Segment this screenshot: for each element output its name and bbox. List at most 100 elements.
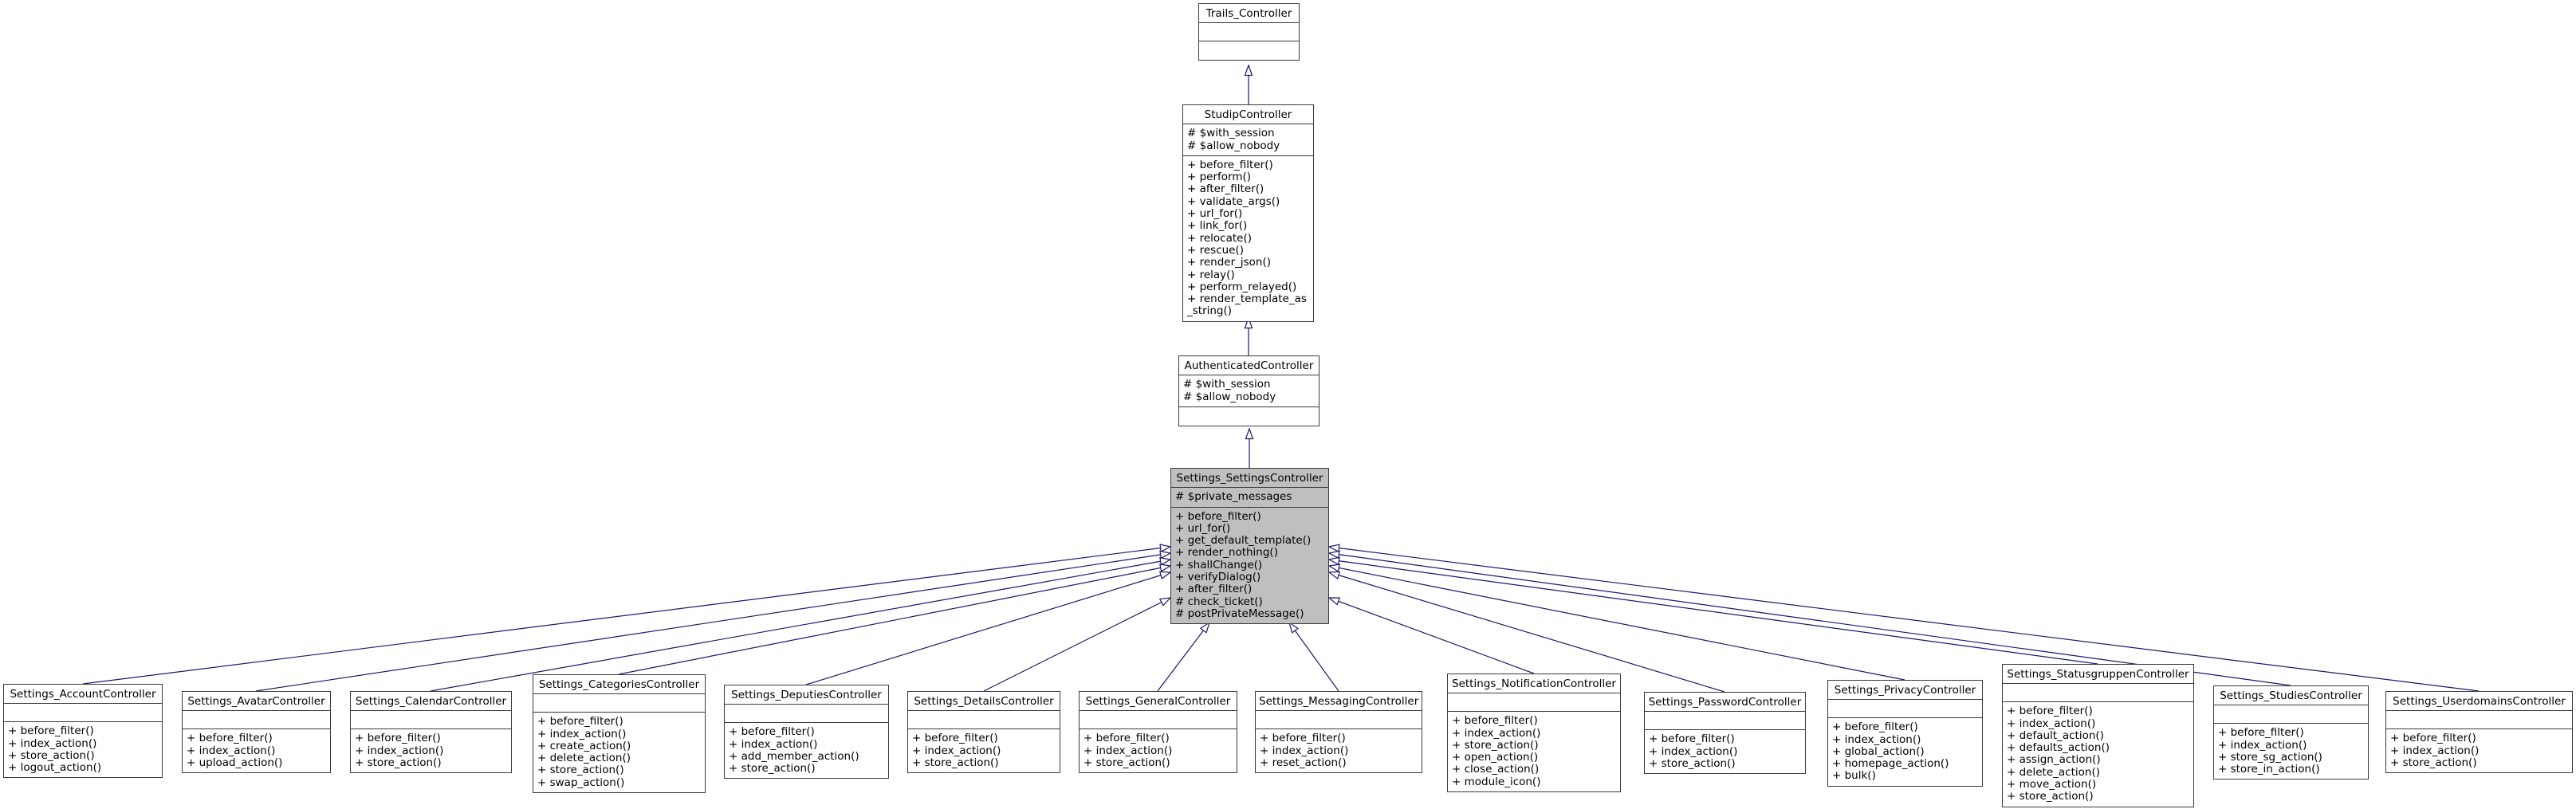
class-member: + before_filter() (8, 725, 94, 738)
inheritance-edge-general-settings (1157, 621, 1211, 692)
class-node-authenticated[interactable]: AuthenticatedController # $with_session#… (1178, 355, 1319, 426)
class-node-studip[interactable]: StudipController # $with_session# $allow… (1182, 104, 1314, 322)
class-attributes (908, 711, 1060, 730)
class-member: # postPrivateMessage() (1175, 607, 1304, 620)
class-attributes (2386, 711, 2572, 730)
class-member: + render_template_as (1187, 293, 1307, 306)
class-node-password[interactable]: Settings_PasswordController + before_fil… (1644, 692, 1806, 775)
class-member: + index_action() (2390, 744, 2480, 757)
class-methods: + before_filter()+ index_action()+ defau… (2003, 702, 2193, 806)
class-title: Settings_PrivacyController (1828, 681, 1982, 701)
class-node-deputies[interactable]: Settings_DeputiesController + before_fil… (724, 685, 889, 780)
class-member: + store_action() (1649, 756, 1736, 770)
class-member: + before_filter() (2007, 705, 2093, 718)
class-node-account[interactable]: Settings_AccountController + before_filt… (3, 684, 163, 779)
class-node-privacy[interactable]: Settings_PrivacyController + before_filt… (1827, 680, 1983, 787)
class-title: Settings_UserdomainsController (2386, 692, 2572, 712)
inheritance-edge-account-settings (82, 544, 1172, 685)
class-member: + index_action() (1649, 744, 1738, 758)
class-member: + index_action() (729, 737, 818, 751)
class-attributes (2003, 684, 2193, 703)
inheritance-edge-studies-settings (1327, 550, 2291, 686)
class-member: + store_sg_action() (2218, 750, 2322, 764)
class-member: + index_action() (2007, 717, 2096, 730)
class-title: Settings_AvatarController (183, 692, 330, 712)
class-node-details[interactable]: Settings_DetailsController + before_filt… (907, 691, 1060, 774)
class-member: + store_action() (729, 762, 816, 776)
class-methods: + before_filter()+ index_action()+ store… (1645, 730, 1805, 773)
class-member: + verifyDialog() (1175, 571, 1261, 584)
class-member: + perform() (1187, 171, 1252, 184)
class-title: Trails_Controller (1199, 4, 1299, 24)
class-member: + defaults_action() (2007, 741, 2110, 755)
class-methods: + before_filter()+ index_action()+ store… (2386, 729, 2572, 772)
class-methods: + before_filter()+ index_action()+ store… (1080, 729, 1237, 772)
class-member: + store_action() (2390, 756, 2477, 769)
class-member: + store_action() (537, 764, 624, 777)
class-node-settings[interactable]: Settings_SettingsController # $private_m… (1170, 468, 1329, 625)
class-methods: + before_filter()+ index_action()+ globa… (1828, 718, 1982, 785)
class-member: + before_filter() (1187, 158, 1273, 171)
class-methods (1199, 41, 1299, 60)
class-member: # $with_session (1183, 378, 1271, 391)
class-title: Settings_CalendarController (351, 692, 511, 712)
class-node-notification[interactable]: Settings_NotificationController + before… (1447, 674, 1621, 793)
class-member: + index_action() (1452, 726, 1541, 740)
class-member: + module_icon() (1452, 775, 1541, 788)
class-attributes: # $with_session# $allow_nobody (1183, 124, 1313, 156)
class-attributes (2214, 705, 2368, 725)
class-member: + after_filter() (1187, 183, 1264, 196)
class-member: + store_action() (1083, 756, 1170, 769)
class-methods: + before_filter()+ index_action()+ add_m… (725, 723, 888, 778)
class-member: + store_action() (8, 748, 95, 762)
class-member: + index_action() (2218, 738, 2307, 752)
class-attributes (533, 694, 705, 713)
class-title: Settings_CategoriesController (533, 675, 705, 695)
class-node-calendar[interactable]: Settings_CalendarController + before_fil… (350, 691, 512, 774)
class-title: Settings_GeneralController (1080, 692, 1237, 712)
class-member: + delete_action() (2007, 765, 2100, 779)
class-title: AuthenticatedController (1179, 356, 1319, 376)
class-member: + url_for() (1175, 521, 1231, 535)
class-member: + index_action() (1260, 744, 1349, 757)
class-title: Settings_DetailsController (908, 692, 1060, 712)
class-member: + delete_action() (537, 752, 631, 765)
class-member: # $allow_nobody (1183, 390, 1276, 403)
class-node-statusgruppen[interactable]: Settings_StatusgruppenController + befor… (2002, 664, 2194, 807)
inheritance-edge-categories-settings (618, 564, 1172, 675)
class-methods: + before_filter()+ perform()+ after_filt… (1183, 156, 1313, 321)
class-methods: + before_filter()+ index_action()+ store… (2214, 724, 2368, 779)
class-attributes (725, 705, 888, 724)
class-node-avatar[interactable]: Settings_AvatarController + before_filte… (182, 691, 331, 774)
class-node-userdomains[interactable]: Settings_UserdomainsController + before_… (2385, 691, 2573, 774)
class-member: + before_filter() (1175, 509, 1261, 523)
class-node-studies[interactable]: Settings_StudiesController + before_filt… (2213, 685, 2369, 780)
class-attributes (4, 704, 162, 723)
class-member: + before_filter() (537, 715, 623, 728)
class-methods: + before_filter()+ index_action()+ store… (908, 729, 1060, 772)
class-member: + before_filter() (1832, 721, 1918, 734)
class-node-trails[interactable]: Trails_Controller (1198, 3, 1300, 61)
class-member: + index_action() (537, 727, 627, 740)
class-node-messaging[interactable]: Settings_MessagingController + before_fi… (1255, 691, 1422, 774)
class-member: + default_action() (2007, 728, 2104, 742)
class-member: # $with_session (1187, 127, 1275, 140)
class-member: + store_action() (2007, 790, 2094, 803)
class-node-categories[interactable]: Settings_CategoriesController + before_f… (533, 674, 706, 794)
class-member: + homepage_action() (1832, 757, 1949, 771)
class-member: + relay() (1187, 268, 1235, 281)
class-node-general[interactable]: Settings_GeneralController + before_filt… (1079, 691, 1237, 774)
class-member: + before_filter() (1083, 732, 1170, 745)
class-member: + store_action() (1452, 738, 1539, 752)
class-member: + validate_args() (1187, 194, 1280, 208)
class-title: Settings_AccountController (4, 685, 162, 705)
class-title: Settings_NotificationController (1448, 674, 1620, 694)
class-methods: + before_filter()+ url_for()+ get_defaul… (1171, 508, 1328, 624)
class-attributes: # $with_session# $allow_nobody (1179, 375, 1319, 407)
class-attributes (1199, 23, 1299, 42)
class-member: + after_filter() (1175, 583, 1253, 596)
class-member: + bulk() (1832, 769, 1876, 783)
class-member: + global_action() (1832, 744, 1925, 758)
